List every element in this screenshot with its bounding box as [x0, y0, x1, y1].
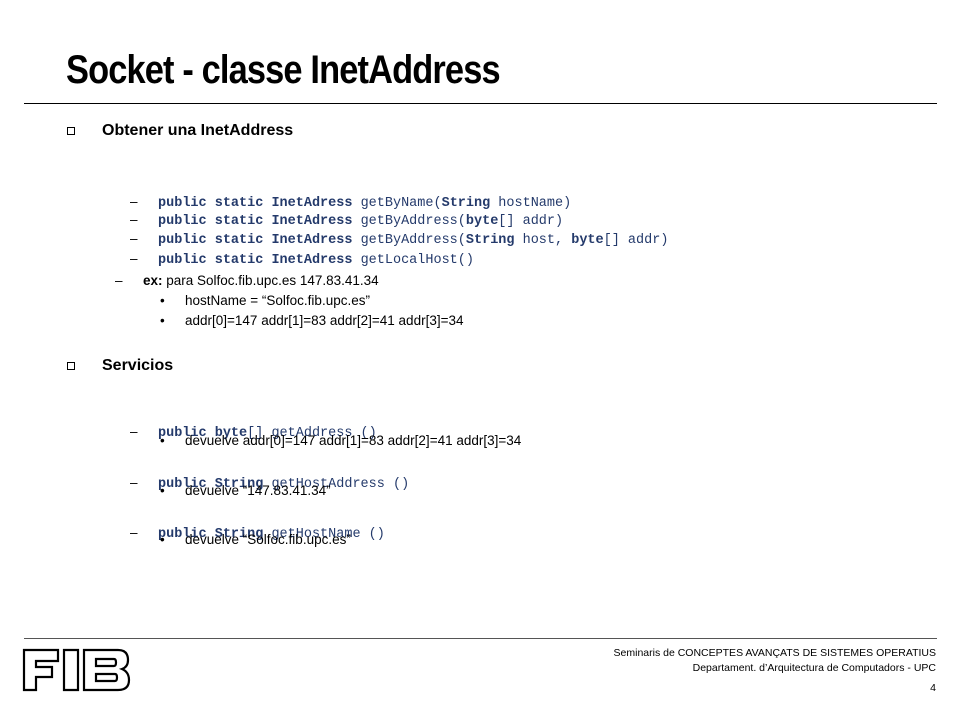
- code-keyword: String: [214, 527, 264, 542]
- bullet-dot-icon: •: [160, 483, 165, 498]
- service-result-bullet: • devuelve “147.83.41.34”: [160, 482, 331, 500]
- code-keyword: InetAdress: [271, 196, 353, 211]
- method-signature-line: –public static InetAdress getByAddress(S…: [115, 212, 668, 248]
- code-token: [] addr): [603, 233, 669, 248]
- code-keyword: public: [158, 527, 207, 542]
- method-signature: public static InetAdress getByName(Strin…: [158, 196, 571, 211]
- code-keyword: InetAdress: [271, 214, 353, 229]
- code-keyword: public: [158, 214, 207, 229]
- footer-divider: [24, 638, 937, 639]
- code-keyword: public: [158, 233, 207, 248]
- code-keyword: public: [158, 477, 207, 492]
- code-keyword: public: [158, 253, 207, 268]
- dash-marker: –: [130, 231, 138, 246]
- code-token: getLocalHost(): [352, 253, 474, 268]
- dash-marker: –: [115, 273, 123, 288]
- example-line: – ex: para Solfoc.fib.upc.es 147.83.41.34: [115, 272, 379, 290]
- code-keyword: String: [214, 477, 264, 492]
- code-keyword: static: [214, 253, 264, 268]
- page-title: Socket - classe InetAddress: [66, 48, 501, 92]
- dash-marker: –: [130, 475, 138, 490]
- bullet-dot-icon: •: [160, 293, 165, 308]
- code-keyword: static: [214, 233, 264, 248]
- example-bullet: • hostName = “Solfoc.fib.upc.es”: [160, 292, 370, 310]
- service-result-bullet: • devuelve addr[0]=147 addr[1]=83 addr[2]…: [160, 432, 521, 450]
- method-signature: public byte[] getAddress (): [158, 426, 377, 441]
- service-method-line: – public byte[] getAddress (): [115, 405, 377, 441]
- code-token: [] addr): [498, 214, 564, 229]
- code-keyword: String: [465, 233, 515, 248]
- code-keyword: public: [158, 426, 207, 441]
- dash-marker: –: [130, 525, 138, 540]
- example-label: ex:: [143, 273, 163, 288]
- code-token: host,: [514, 233, 572, 248]
- code-keyword: static: [214, 214, 264, 229]
- code-keyword: byte: [465, 214, 499, 229]
- bullet-dot-icon: •: [160, 532, 165, 547]
- bullet-text: devuelve “147.83.41.34”: [185, 483, 331, 498]
- code-token: getByAddress(: [352, 214, 466, 229]
- bullet-text: hostName = “Solfoc.fib.upc.es”: [185, 293, 370, 308]
- fib-logo: [22, 648, 131, 692]
- bullet-text: devuelve addr[0]=147 addr[1]=83 addr[2]=…: [185, 433, 522, 448]
- hollow-square-bullet-icon: [67, 127, 75, 135]
- footer-course: Seminaris de CONCEPTES AVANÇATS DE SISTE…: [613, 647, 936, 659]
- method-signature: public static InetAdress getLocalHost(): [158, 253, 474, 268]
- bullet-dot-icon: •: [160, 433, 165, 448]
- code-keyword: String: [441, 196, 491, 211]
- code-keyword: byte: [571, 233, 604, 248]
- bullet-text: devuelve “Solfoc.fib.upc.es”: [185, 532, 351, 547]
- hollow-square-bullet-icon: [67, 362, 75, 370]
- section-heading-text: Obtener una InetAddress: [102, 122, 294, 139]
- method-signature: public String getHostAddress (): [158, 477, 409, 492]
- method-signature: public static InetAdress getByAddress(St…: [158, 233, 668, 248]
- dash-marker: –: [130, 251, 138, 266]
- code-keyword: byte: [214, 426, 248, 441]
- logo-letter-i: [62, 648, 80, 692]
- method-signature-line: – public static InetAdress getLocalHost(): [115, 232, 474, 268]
- dash-marker: –: [130, 212, 138, 227]
- service-result-bullet: • devuelve “Solfoc.fib.upc.es”: [160, 531, 351, 549]
- page-number: 4: [930, 682, 936, 694]
- code-token: hostName): [490, 196, 572, 211]
- section-heading-text: Servicios: [102, 357, 174, 374]
- code-token: getByAddress(: [352, 233, 466, 248]
- code-token: getHostName (): [263, 527, 385, 542]
- code-token: getByName(: [352, 196, 442, 211]
- dash-marker: –: [130, 424, 138, 439]
- service-method-line: – public String getHostName (): [115, 506, 385, 542]
- logo-letter-f: [22, 648, 60, 692]
- code-token: getHostAddress (): [263, 477, 410, 492]
- code-keyword: InetAdress: [271, 233, 353, 248]
- code-token: [] getAddress (): [247, 426, 377, 441]
- logo-letter-b: [82, 648, 131, 692]
- example-bullet: • addr[0]=147 addr[1]=83 addr[2]=41 addr[…: [160, 312, 463, 330]
- method-signature: public String getHostName (): [158, 527, 385, 542]
- code-token: [207, 253, 215, 268]
- title-divider: [24, 103, 937, 104]
- dash-marker: –: [130, 194, 138, 209]
- method-signature-line: – public static InetAdress getByAddress(b…: [115, 193, 563, 229]
- method-signature-line: – public static InetAdress getByName(Stri…: [115, 175, 571, 211]
- code-keyword: static: [214, 196, 264, 211]
- code-keyword: public: [158, 196, 207, 211]
- bullet-text: addr[0]=147 addr[1]=83 addr[2]=41 addr[3…: [185, 313, 464, 328]
- footer-department: Departament. d’Arquitectura de Computado…: [692, 662, 936, 674]
- code-keyword: InetAdress: [271, 253, 353, 268]
- bullet-dot-icon: •: [160, 313, 165, 328]
- service-method-line: – public String getHostAddress (): [115, 456, 409, 492]
- example-text: para Solfoc.fib.upc.es 147.83.41.34: [162, 273, 379, 288]
- method-signature: public static InetAdress getByAddress(by…: [158, 214, 563, 229]
